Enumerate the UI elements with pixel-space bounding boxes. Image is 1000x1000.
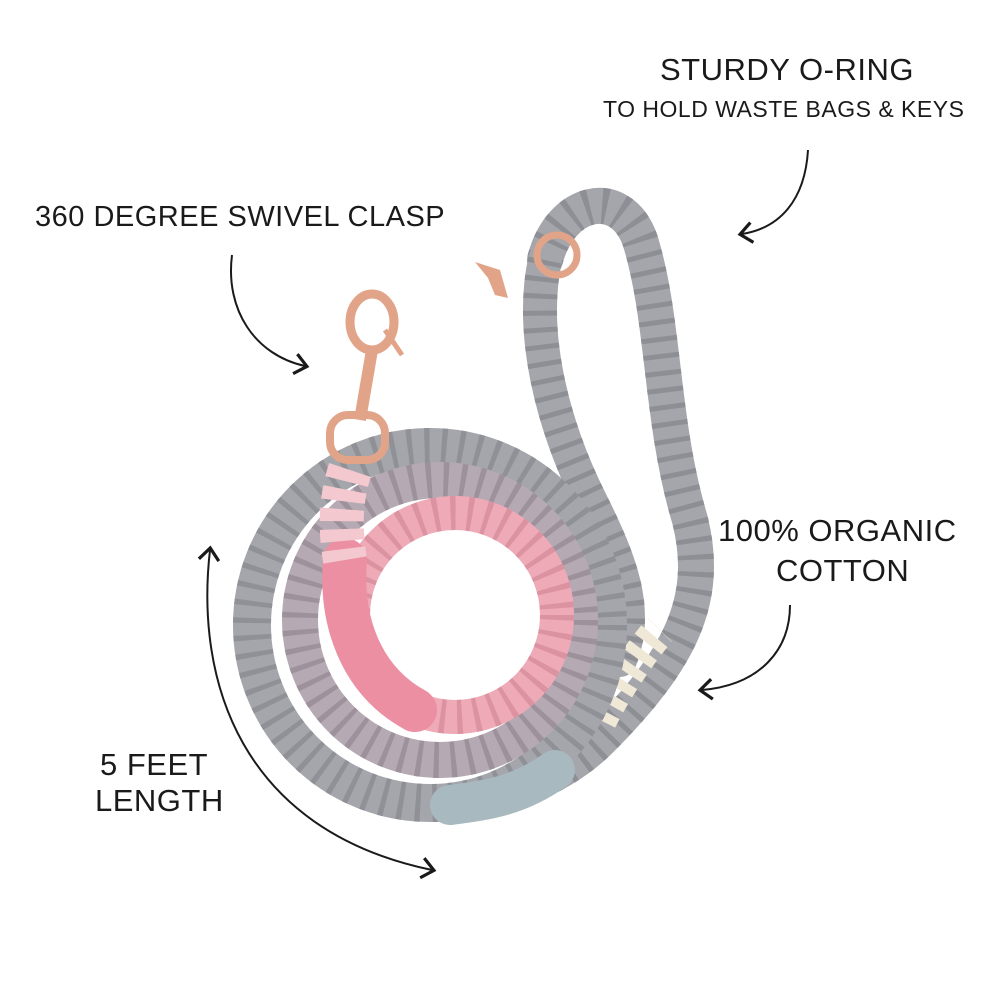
cotton-label-2: COTTON: [776, 553, 910, 588]
swivel-clasp: [326, 289, 405, 464]
oring-arrow: [737, 149, 809, 244]
oring-title: STURDY O-RING: [660, 52, 914, 87]
cotton-arrow: [697, 604, 791, 701]
cotton-label-1: 100% ORGANIC: [718, 513, 957, 548]
length-label-2: LENGTH: [95, 783, 224, 818]
length-arrow: [197, 545, 437, 880]
o-ring: [475, 231, 581, 298]
charm-icon: [475, 262, 508, 298]
length-label-1: 5 FEET: [100, 747, 209, 782]
clasp-arrow: [230, 254, 310, 376]
clasp-label: 360 DEGREE SWIVEL CLASP: [35, 201, 446, 233]
oring-subtitle: TO HOLD WASTE BAGS & KEYS: [603, 96, 965, 122]
rope-coils: [233, 428, 627, 825]
